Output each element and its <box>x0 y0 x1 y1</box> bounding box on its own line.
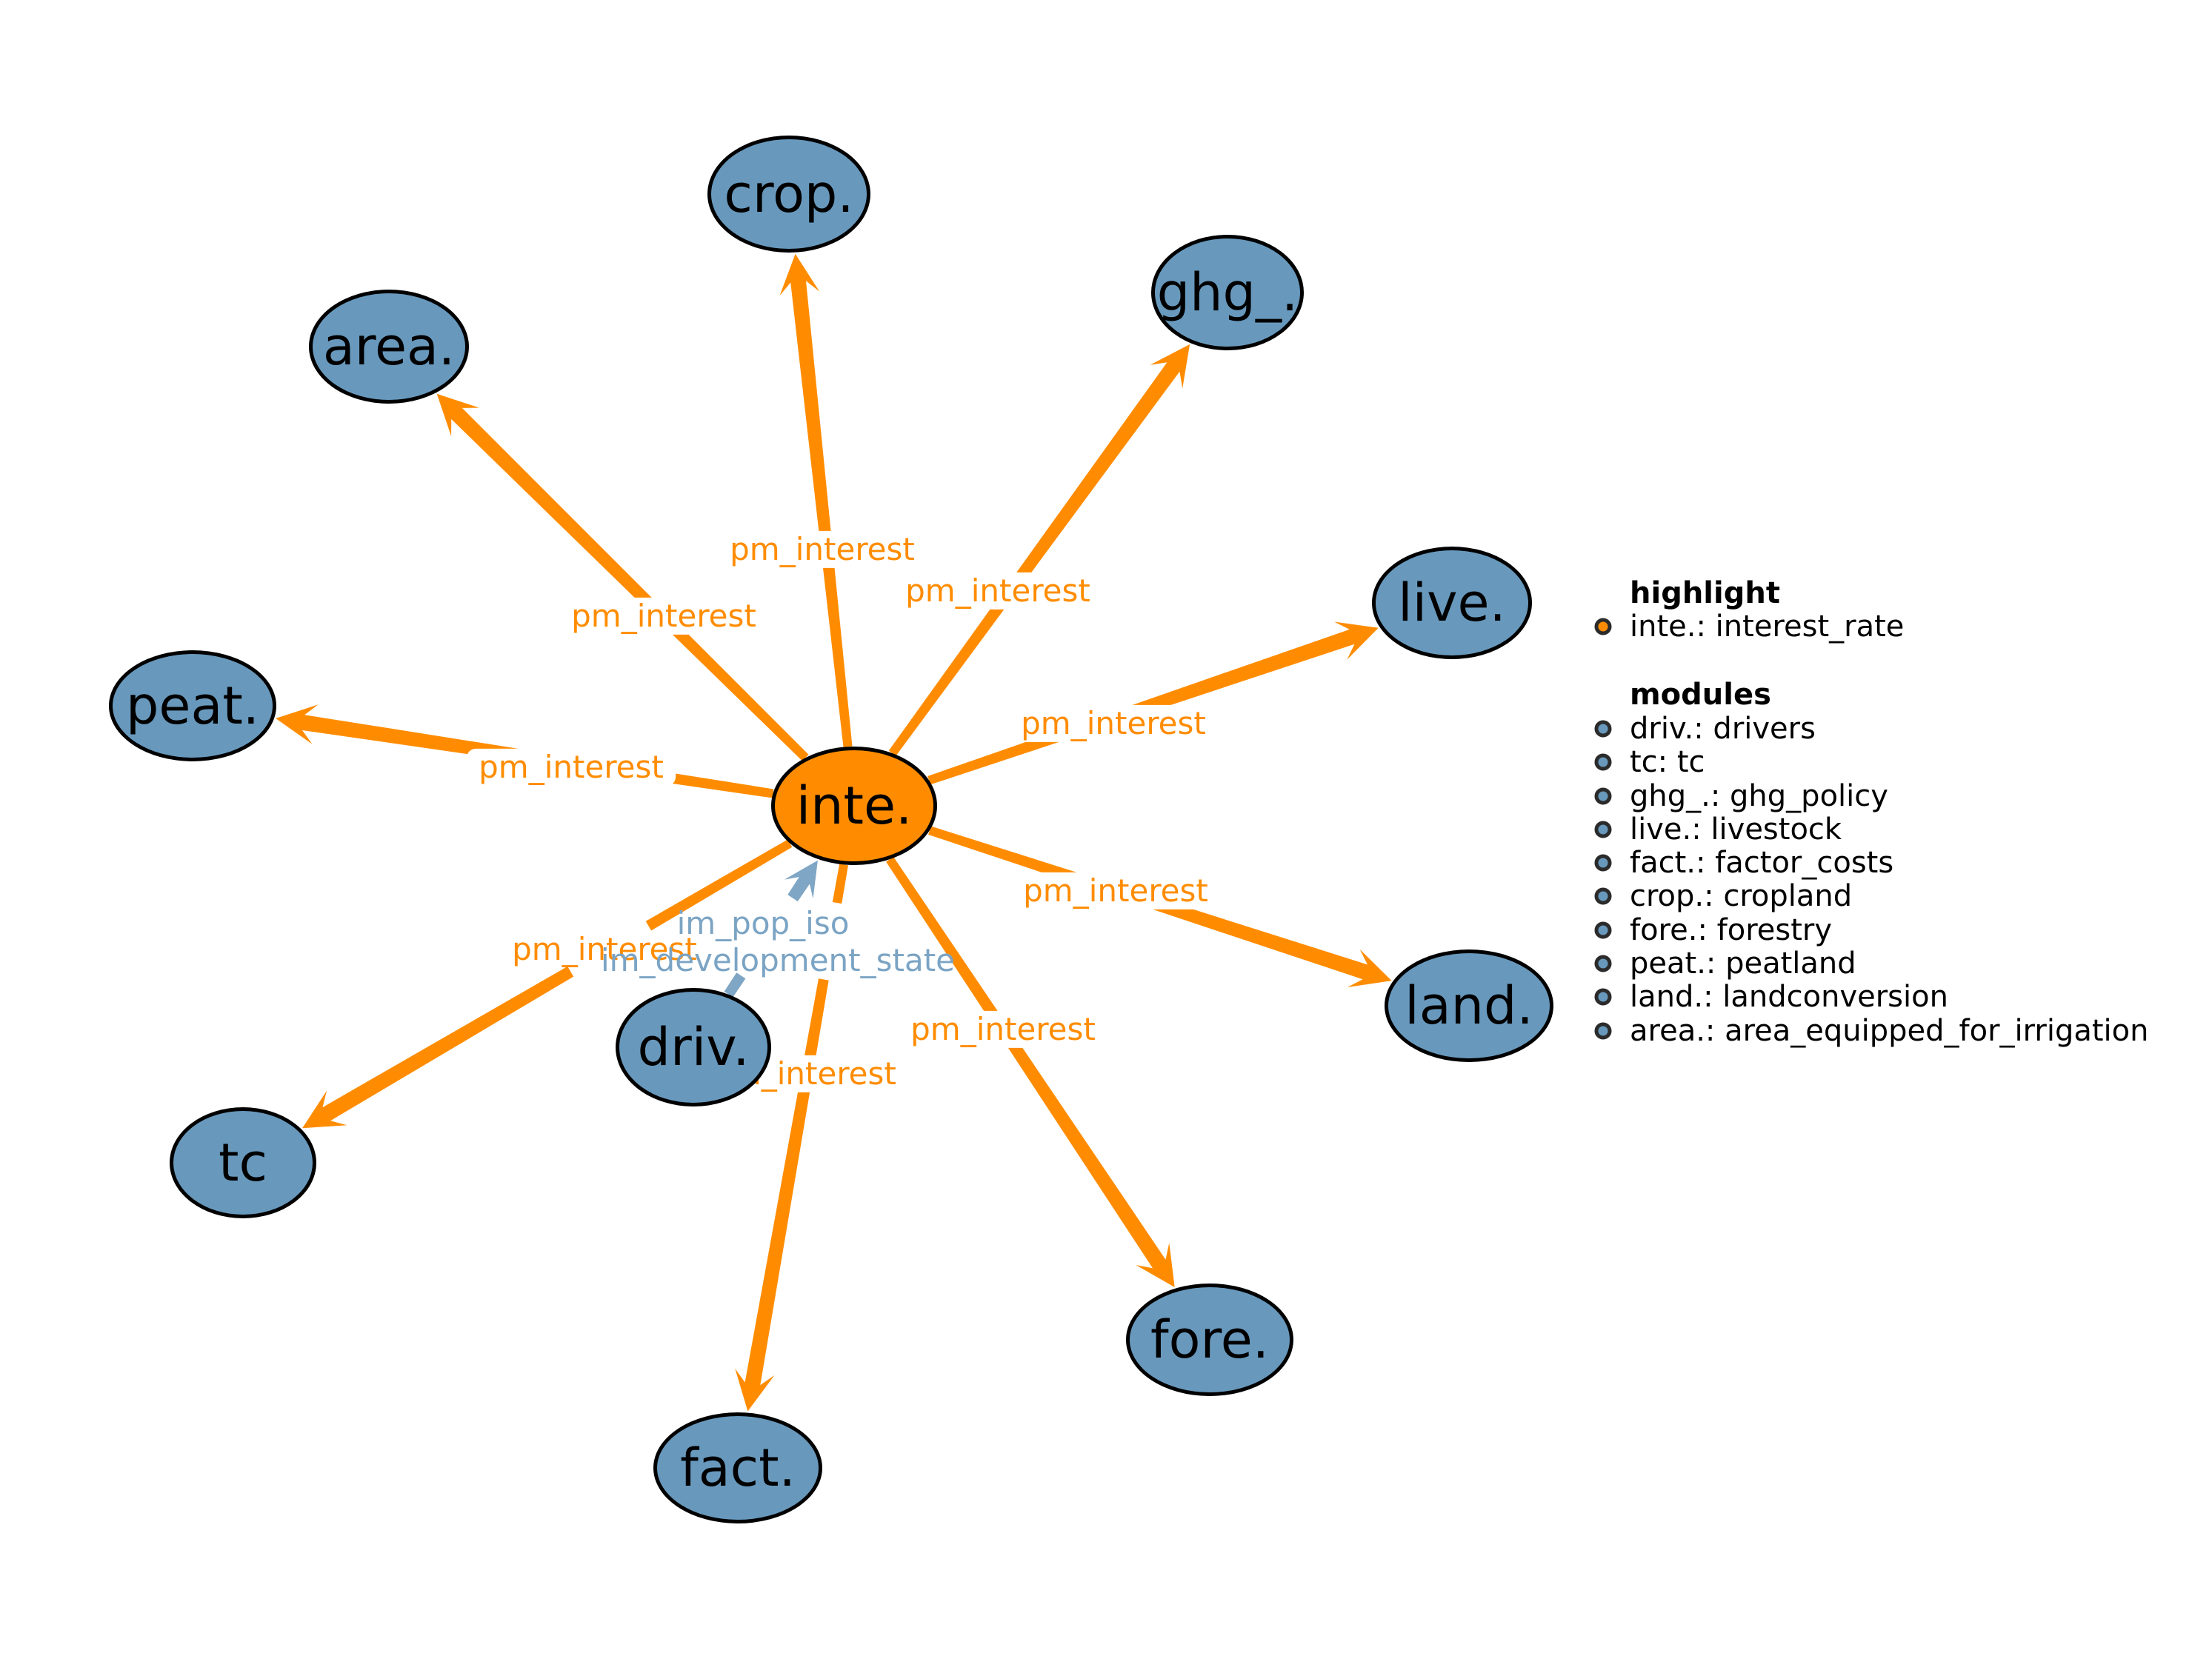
edge-inte-ghg_-arrow <box>888 344 1190 756</box>
edge-driv-inte-arrow <box>784 860 818 901</box>
edge-label-im-pop-iso: im_pop_iso <box>676 904 850 941</box>
legend-marker-module-icon <box>1594 955 1612 972</box>
legend-marker-module-icon <box>1594 787 1612 805</box>
legend-item-fore: fore.: forestry <box>1630 913 1833 947</box>
legend-item-area: area.: area_equipped_for_irrigation <box>1630 1014 2149 1048</box>
legend-marker-module-icon <box>1594 988 1612 1006</box>
legend-marker-module-icon <box>1594 887 1612 905</box>
legend-marker-highlight-icon <box>1594 618 1612 635</box>
edge-label-pm-interest: pm_interest <box>1009 704 1218 743</box>
legend-marker-module-icon <box>1594 821 1612 838</box>
legend-header-modules: modules <box>1630 678 1771 712</box>
edge-inte-crop-arrow <box>779 253 853 747</box>
legend-header-highlight: highlight <box>1630 576 1780 610</box>
legend-item-tc: tc: tc <box>1630 745 1705 779</box>
legend-item-inte: inte.: interest_rate <box>1630 610 1905 644</box>
edge-inte-fact-arrow <box>832 864 848 904</box>
edge-label-pm-interest: pm_interest <box>467 748 676 787</box>
legend-item-ghg_: ghg_.: ghg_policy <box>1630 779 1888 813</box>
legend-item-driv: driv.: drivers <box>1630 712 1816 746</box>
node-area: area. <box>309 290 469 404</box>
node-ghg_: ghg_. <box>1151 235 1304 350</box>
legend-item-fact: fact.: factor_costs <box>1630 846 1894 880</box>
legend-marker-module-icon <box>1594 854 1612 872</box>
node-fact: fact. <box>653 1412 822 1523</box>
edge-inte-fore-arrow <box>886 856 1175 1287</box>
legend-marker-module-icon <box>1594 1022 1612 1040</box>
node-inte: inte. <box>771 747 937 865</box>
edge-label-pm-interest: pm_interest <box>893 572 1102 610</box>
edge-label-pm-interest: pm_interest <box>512 930 697 967</box>
edge-label-pm-interest: pm_interest <box>559 597 768 635</box>
edge-inte-tc-arrow <box>645 839 793 931</box>
legend-item-live: live.: livestock <box>1630 812 1842 847</box>
legend-marker-module-icon <box>1594 720 1612 738</box>
node-fore: fore. <box>1126 1284 1293 1396</box>
edge-label-pm-interest: pm_interest <box>718 530 927 569</box>
legend-marker-module-icon <box>1594 753 1612 771</box>
edge-label-im-development-state: im_development_state <box>600 941 956 978</box>
legend-item-land: land.: landconversion <box>1630 980 1948 1014</box>
legend-item-crop: crop.: cropland <box>1630 879 1853 913</box>
edge-inte-live-arrow <box>927 621 1379 785</box>
legend-item-peat: peat.: peatland <box>1630 947 1856 981</box>
edge-inte-tc-arrow <box>302 966 574 1129</box>
legend-marker-module-icon <box>1594 921 1612 939</box>
node-tc: tc <box>170 1107 316 1218</box>
node-peat: peat. <box>109 650 276 761</box>
node-land: land. <box>1385 949 1553 1062</box>
edge-label-pm-interest: pm_interest <box>899 1010 1107 1049</box>
node-driv: driv. <box>616 988 771 1106</box>
edge-label-pm-interest: pm_interest <box>1011 872 1220 910</box>
edge-inte-area-arrow <box>436 393 809 761</box>
node-live: live. <box>1372 547 1532 659</box>
edge-driv-inte-arrow <box>724 972 746 998</box>
node-crop: crop. <box>707 136 870 253</box>
